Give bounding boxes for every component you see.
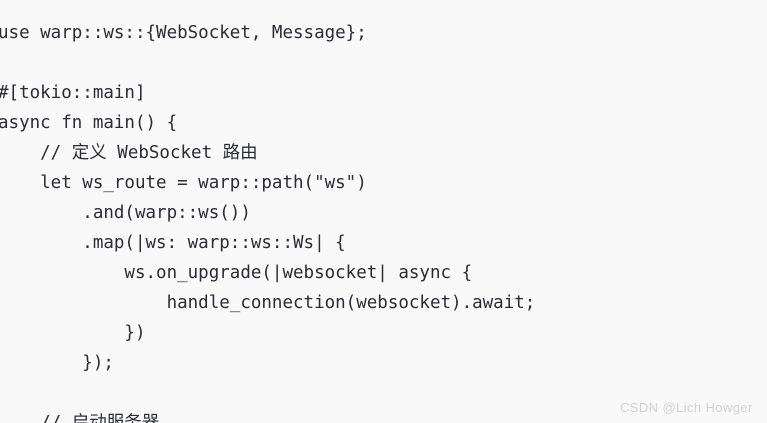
code-line: }) [0, 322, 146, 343]
code-line: }); [0, 352, 114, 373]
code-line [0, 48, 767, 78]
code-line: .and(warp::ws()) [0, 202, 251, 223]
code-line: handle_connection(websocket).await; [0, 292, 536, 313]
code-line: ws.on_upgrade(|websocket| async { [0, 262, 473, 283]
code-line: let ws_route = warp::path("ws") [0, 172, 367, 193]
code-line: async fn main() { [0, 112, 178, 133]
code-line [0, 378, 767, 408]
code-line: // 定义 WebSocket 路由 [0, 142, 258, 163]
code-line: #[tokio::main] [0, 82, 146, 103]
code-line: .map(|ws: warp::ws::Ws| { [0, 232, 346, 253]
code-block: use warp::ws::{WebSocket, Message};#[tok… [0, 18, 767, 423]
code-line: use warp::ws::{WebSocket, Message}; [0, 22, 367, 43]
code-line: // 启动服务器 [0, 412, 160, 423]
